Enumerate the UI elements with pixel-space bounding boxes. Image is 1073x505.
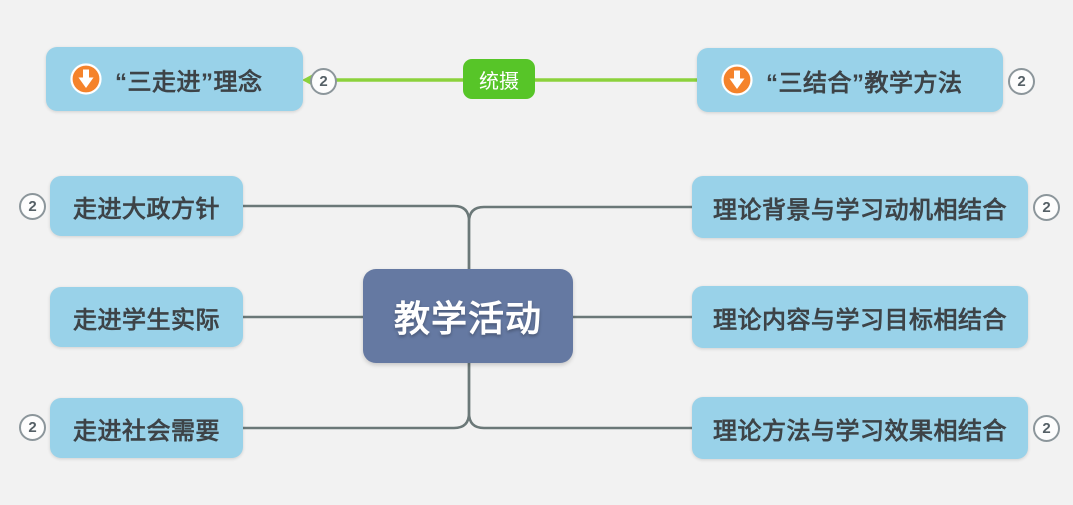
badge-count-shehuixuyao[interactable]: 2	[19, 414, 46, 441]
topic-sanjiehe-jiaoxuefangfa[interactable]: “三结合”教学方法	[697, 48, 1003, 112]
badge-count-lilunbeijing[interactable]: 2	[1033, 194, 1060, 221]
connector-right-bottom	[467, 360, 694, 430]
topic-label: 走进学生实际	[73, 306, 220, 334]
central-topic-label: 教学活动	[393, 298, 542, 339]
central-topic[interactable]: 教学活动	[363, 269, 573, 363]
topic-zoujin-dazhengfangzhen[interactable]: 走进大政方针	[50, 176, 243, 236]
topic-label: “三结合”教学方法	[766, 69, 963, 97]
connector-left-bottom	[241, 360, 471, 430]
topic-lilunbeijing[interactable]: 理论背景与学习动机相结合	[692, 176, 1028, 238]
topic-label: 走进大政方针	[73, 195, 220, 223]
badge-count-sanzoujin[interactable]: 2	[310, 68, 337, 95]
topic-label: 理论内容与学习目标相结合	[713, 306, 1007, 334]
topic-zoujin-xueshengshiji[interactable]: 走进学生实际	[50, 287, 243, 347]
relationship-label[interactable]: 统摄	[463, 59, 535, 99]
topic-sanzoujin-linian[interactable]: “三走进”理念	[46, 47, 303, 111]
badge-count-dazhengfangzhen[interactable]: 2	[19, 193, 46, 220]
topic-label: “三走进”理念	[115, 68, 263, 96]
topic-lilunfangfa[interactable]: 理论方法与学习效果相结合	[692, 397, 1028, 459]
badge-count-lilunfangfa[interactable]: 2	[1033, 415, 1060, 442]
connector-right-top	[467, 205, 694, 272]
topic-label: 理论背景与学习动机相结合	[713, 196, 1007, 224]
topic-lilunneirong[interactable]: 理论内容与学习目标相结合	[692, 286, 1028, 348]
arrow-down-marker-icon[interactable]	[70, 63, 102, 95]
topic-zoujin-shehuixuyao[interactable]: 走进社会需要	[50, 398, 243, 458]
connector-left-top	[241, 204, 471, 272]
topic-label: 走进社会需要	[73, 417, 220, 445]
topic-label: 理论方法与学习效果相结合	[713, 417, 1007, 445]
badge-count-sanjiehe[interactable]: 2	[1008, 68, 1035, 95]
arrow-down-marker-icon[interactable]	[721, 64, 753, 96]
